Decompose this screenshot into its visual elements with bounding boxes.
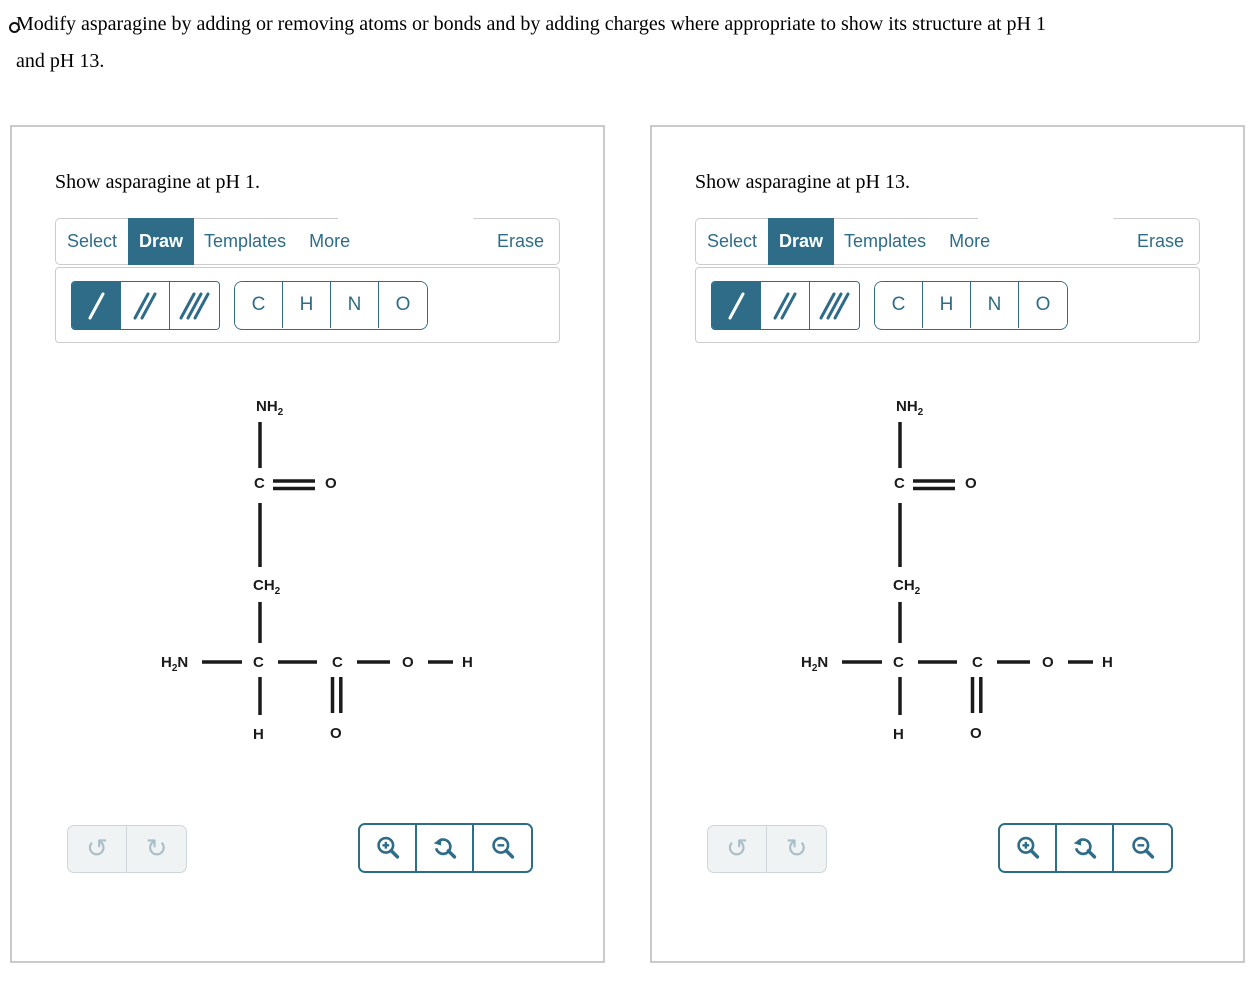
element-n-button[interactable]: N [971, 282, 1019, 328]
svg-text:CH2: CH2 [253, 577, 281, 597]
triple-bond-icon [179, 292, 209, 319]
element-n-button[interactable]: N [331, 282, 379, 328]
svg-text:O: O [965, 475, 977, 492]
tab-more[interactable]: More [309, 231, 351, 251]
redo-button[interactable]: ↻ [767, 826, 826, 872]
element-c-button[interactable]: C [235, 282, 283, 328]
zoom-in-button[interactable] [1000, 825, 1057, 871]
svg-text:NH2: NH2 [896, 398, 924, 418]
element-o-button[interactable]: O [1019, 282, 1067, 328]
double-bond-icon [133, 292, 157, 319]
svg-text:H: H [462, 654, 473, 671]
toolbar-tabs: Select Draw Templates More Erase [695, 218, 1200, 265]
redo-button[interactable]: ↻ [127, 826, 186, 872]
svg-text:C: C [972, 654, 983, 671]
element-h-button[interactable]: H [923, 282, 971, 328]
svg-text:C: C [253, 654, 264, 671]
zoom-reset-icon [433, 838, 456, 859]
toolbar-tabs: Select Draw Templates More Erase [55, 218, 560, 265]
tab-templates[interactable]: Templates [204, 231, 287, 251]
svg-text:H: H [253, 726, 264, 743]
zoom-out-button[interactable] [1114, 825, 1171, 871]
tab-templates[interactable]: Templates [844, 231, 927, 251]
ph13-panel: Show asparagine at pH 13. Select Draw Te… [650, 125, 1245, 963]
zoom-in-button[interactable] [360, 825, 417, 871]
double-bond-button[interactable] [121, 282, 170, 329]
svg-text:NH2: NH2 [256, 398, 284, 418]
zoom-controls [998, 823, 1173, 873]
ph1-panel: Show asparagine at pH 1. Select Draw Tem… [10, 125, 605, 963]
svg-text:C: C [894, 475, 905, 492]
tab-more[interactable]: More [949, 231, 991, 251]
svg-text:O: O [325, 475, 337, 492]
zoom-reset-icon [1073, 838, 1096, 859]
svg-text:O: O [402, 654, 414, 671]
erase-button[interactable]: Erase [496, 231, 544, 251]
double-bond-icon [773, 292, 797, 319]
problem-statement-line2: and pH 13. [16, 50, 105, 72]
triple-bond-icon [819, 292, 849, 319]
draw-tools: C H N O [695, 267, 1200, 343]
double-bond-button[interactable] [761, 282, 810, 329]
svg-text:O: O [330, 725, 342, 742]
element-c-button[interactable]: C [875, 282, 923, 328]
zoom-controls [358, 823, 533, 873]
svg-text:C: C [893, 654, 904, 671]
undo-redo-group: ↺ ↻ [67, 825, 187, 873]
element-buttons: C H N O [874, 281, 1068, 330]
bond-tool-group [71, 281, 220, 330]
svg-text:C: C [254, 475, 265, 492]
panel-title: Show asparagine at pH 13. [695, 171, 910, 193]
zoom-out-icon [491, 836, 514, 859]
problem-statement-line1: Modify asparagine by adding or removing … [16, 13, 1046, 35]
zoom-in-icon [376, 836, 399, 859]
bond-tool-group [711, 281, 860, 330]
element-buttons: C H N O [234, 281, 428, 330]
svg-text:H: H [1102, 654, 1113, 671]
zoom-out-button[interactable] [474, 825, 531, 871]
undo-icon: ↺ [726, 834, 748, 864]
tab-draw[interactable]: Draw [768, 218, 835, 265]
panel-title: Show asparagine at pH 1. [55, 171, 260, 193]
undo-button[interactable]: ↺ [68, 826, 127, 872]
svg-text:H2N: H2N [161, 654, 188, 674]
erase-button[interactable]: Erase [1136, 231, 1184, 251]
undo-icon: ↺ [86, 834, 108, 864]
undo-button[interactable]: ↺ [708, 826, 767, 872]
svg-text:O: O [970, 725, 982, 742]
svg-text:H: H [893, 726, 904, 743]
svg-text:O: O [1042, 654, 1054, 671]
single-bond-button[interactable] [712, 282, 761, 329]
zoom-reset-button[interactable] [417, 825, 474, 871]
svg-text:H2N: H2N [801, 654, 828, 674]
draw-tools: C H N O [55, 267, 560, 343]
element-h-button[interactable]: H [283, 282, 331, 328]
tab-select[interactable]: Select [707, 231, 758, 251]
element-o-button[interactable]: O [379, 282, 427, 328]
svg-text:CH2: CH2 [893, 577, 921, 597]
redo-icon: ↻ [145, 834, 168, 864]
single-bond-icon [88, 292, 105, 319]
zoom-out-icon [1131, 836, 1154, 859]
triple-bond-button[interactable] [810, 282, 859, 329]
single-bond-button[interactable] [72, 282, 121, 329]
tab-draw[interactable]: Draw [128, 218, 195, 265]
undo-redo-group: ↺ ↻ [707, 825, 827, 873]
tab-select[interactable]: Select [67, 231, 118, 251]
single-bond-icon [728, 292, 745, 319]
zoom-in-icon [1016, 836, 1039, 859]
zoom-reset-button[interactable] [1057, 825, 1114, 871]
redo-icon: ↻ [785, 834, 808, 864]
cropped-list-marker [9, 22, 20, 33]
problem-statement: Modify asparagine by adding or removing … [9, 6, 1248, 80]
triple-bond-button[interactable] [170, 282, 219, 329]
svg-text:C: C [332, 654, 343, 671]
